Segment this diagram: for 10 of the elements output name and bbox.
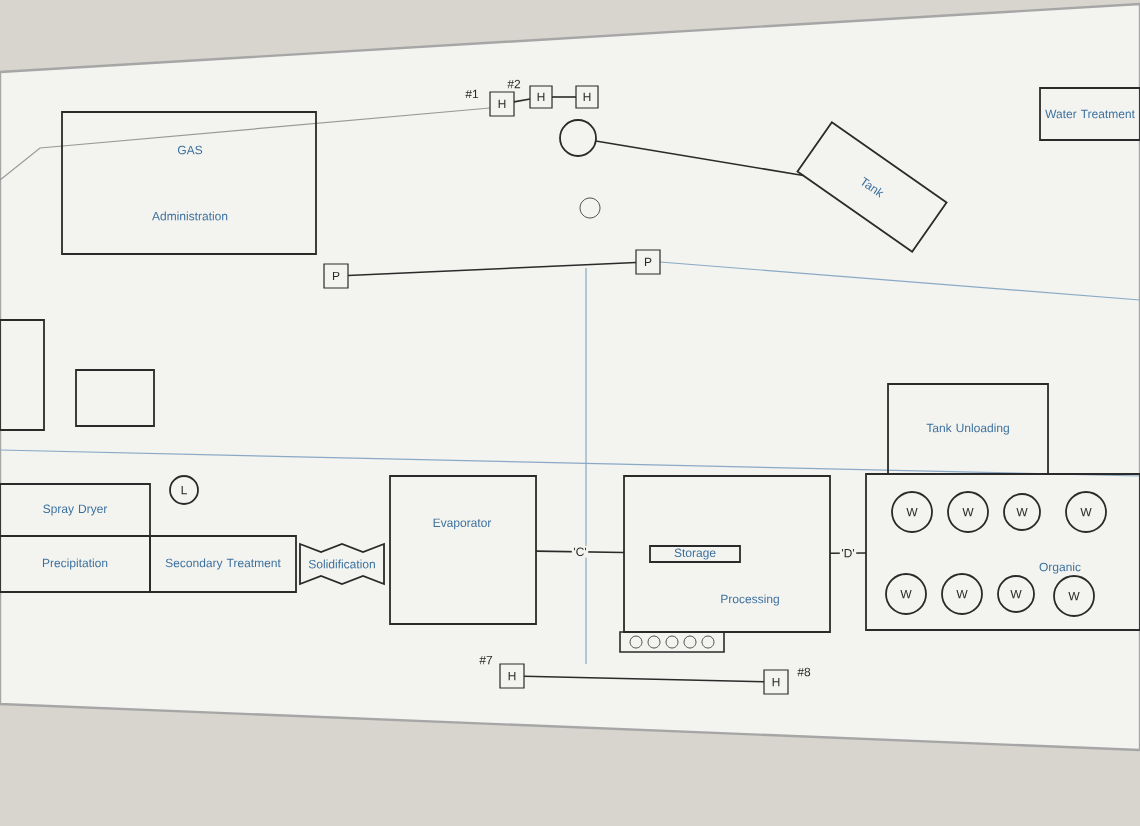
pipe-connector <box>535 550 625 554</box>
pipe-connector <box>594 140 805 177</box>
process-box <box>75 369 155 427</box>
process-box <box>0 319 45 431</box>
pipe-connector <box>523 675 765 683</box>
circle-symbol <box>559 119 597 157</box>
pipe-connector <box>829 552 867 555</box>
pipe-connector <box>347 261 637 277</box>
pipe-connector <box>551 96 577 98</box>
pipe-connector <box>513 98 531 103</box>
